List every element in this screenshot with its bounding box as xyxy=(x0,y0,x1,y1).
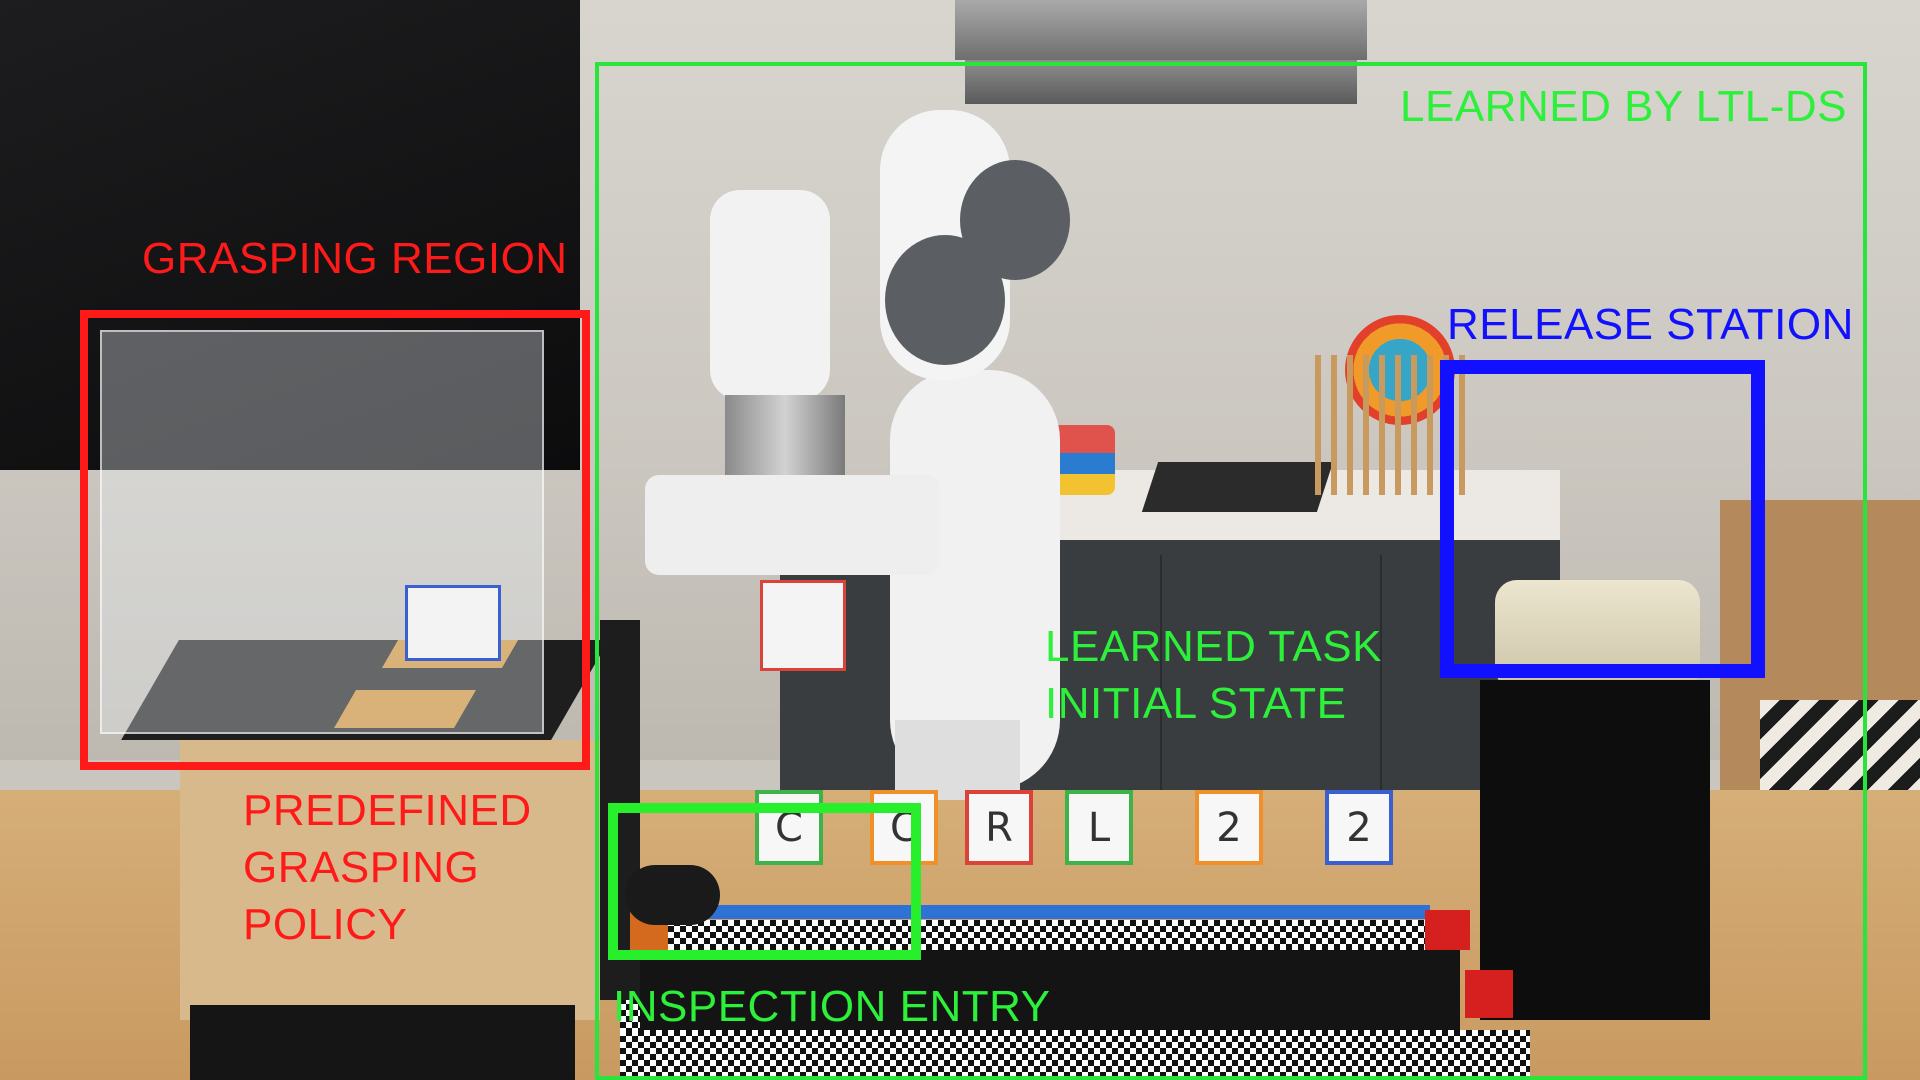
inspection-entry-box xyxy=(608,803,921,960)
robot-base xyxy=(895,720,1020,800)
robot-gripper xyxy=(645,475,940,575)
pedestal-base xyxy=(190,1005,575,1080)
grasping-region-box xyxy=(80,310,590,770)
held-cube xyxy=(760,580,846,671)
cabinet-divider xyxy=(1380,555,1382,795)
cube-letter: R xyxy=(985,804,1013,851)
letter-cube: 2 xyxy=(1325,790,1393,865)
cube-letter: L xyxy=(1087,804,1111,851)
range-hood xyxy=(955,0,1367,60)
learned-task-label: LEARNED TASK INITIAL STATE xyxy=(1045,622,1382,729)
red-block xyxy=(1425,910,1470,950)
pedestal xyxy=(180,740,600,1020)
range-hood-lower xyxy=(965,60,1357,104)
blue-tape xyxy=(600,905,1430,919)
release-station-label: RELEASE STATION xyxy=(1447,300,1854,349)
inspection-entry-label: INSPECTION ENTRY xyxy=(613,982,1051,1031)
letter-cube: L xyxy=(1065,790,1133,865)
conveyor-belt xyxy=(640,950,1460,1030)
letter-cube: 2 xyxy=(1195,790,1263,865)
cube-in-enclosure xyxy=(405,585,501,661)
grasping-region-label: GRASPING REGION xyxy=(142,234,568,283)
release-stand xyxy=(1480,680,1710,1020)
webcam xyxy=(625,865,720,925)
learned-region-box xyxy=(595,62,1867,1080)
robot-joint xyxy=(885,235,1005,365)
cube-letter: 2 xyxy=(1346,804,1372,851)
cube-letter: 2 xyxy=(1216,804,1242,851)
red-block xyxy=(1465,970,1513,1018)
learned-by-label: LEARNED BY LTL-DS xyxy=(1400,82,1848,131)
checkered-tape-lower xyxy=(620,1030,1530,1080)
wall-screen xyxy=(0,0,580,470)
letter-cube: R xyxy=(965,790,1033,865)
robot-wrist xyxy=(710,190,830,400)
cabinet-divider xyxy=(1160,555,1162,795)
predefined-policy-label: PREDEFINED GRASPING POLICY xyxy=(243,786,532,950)
release-station-box xyxy=(1440,360,1765,678)
